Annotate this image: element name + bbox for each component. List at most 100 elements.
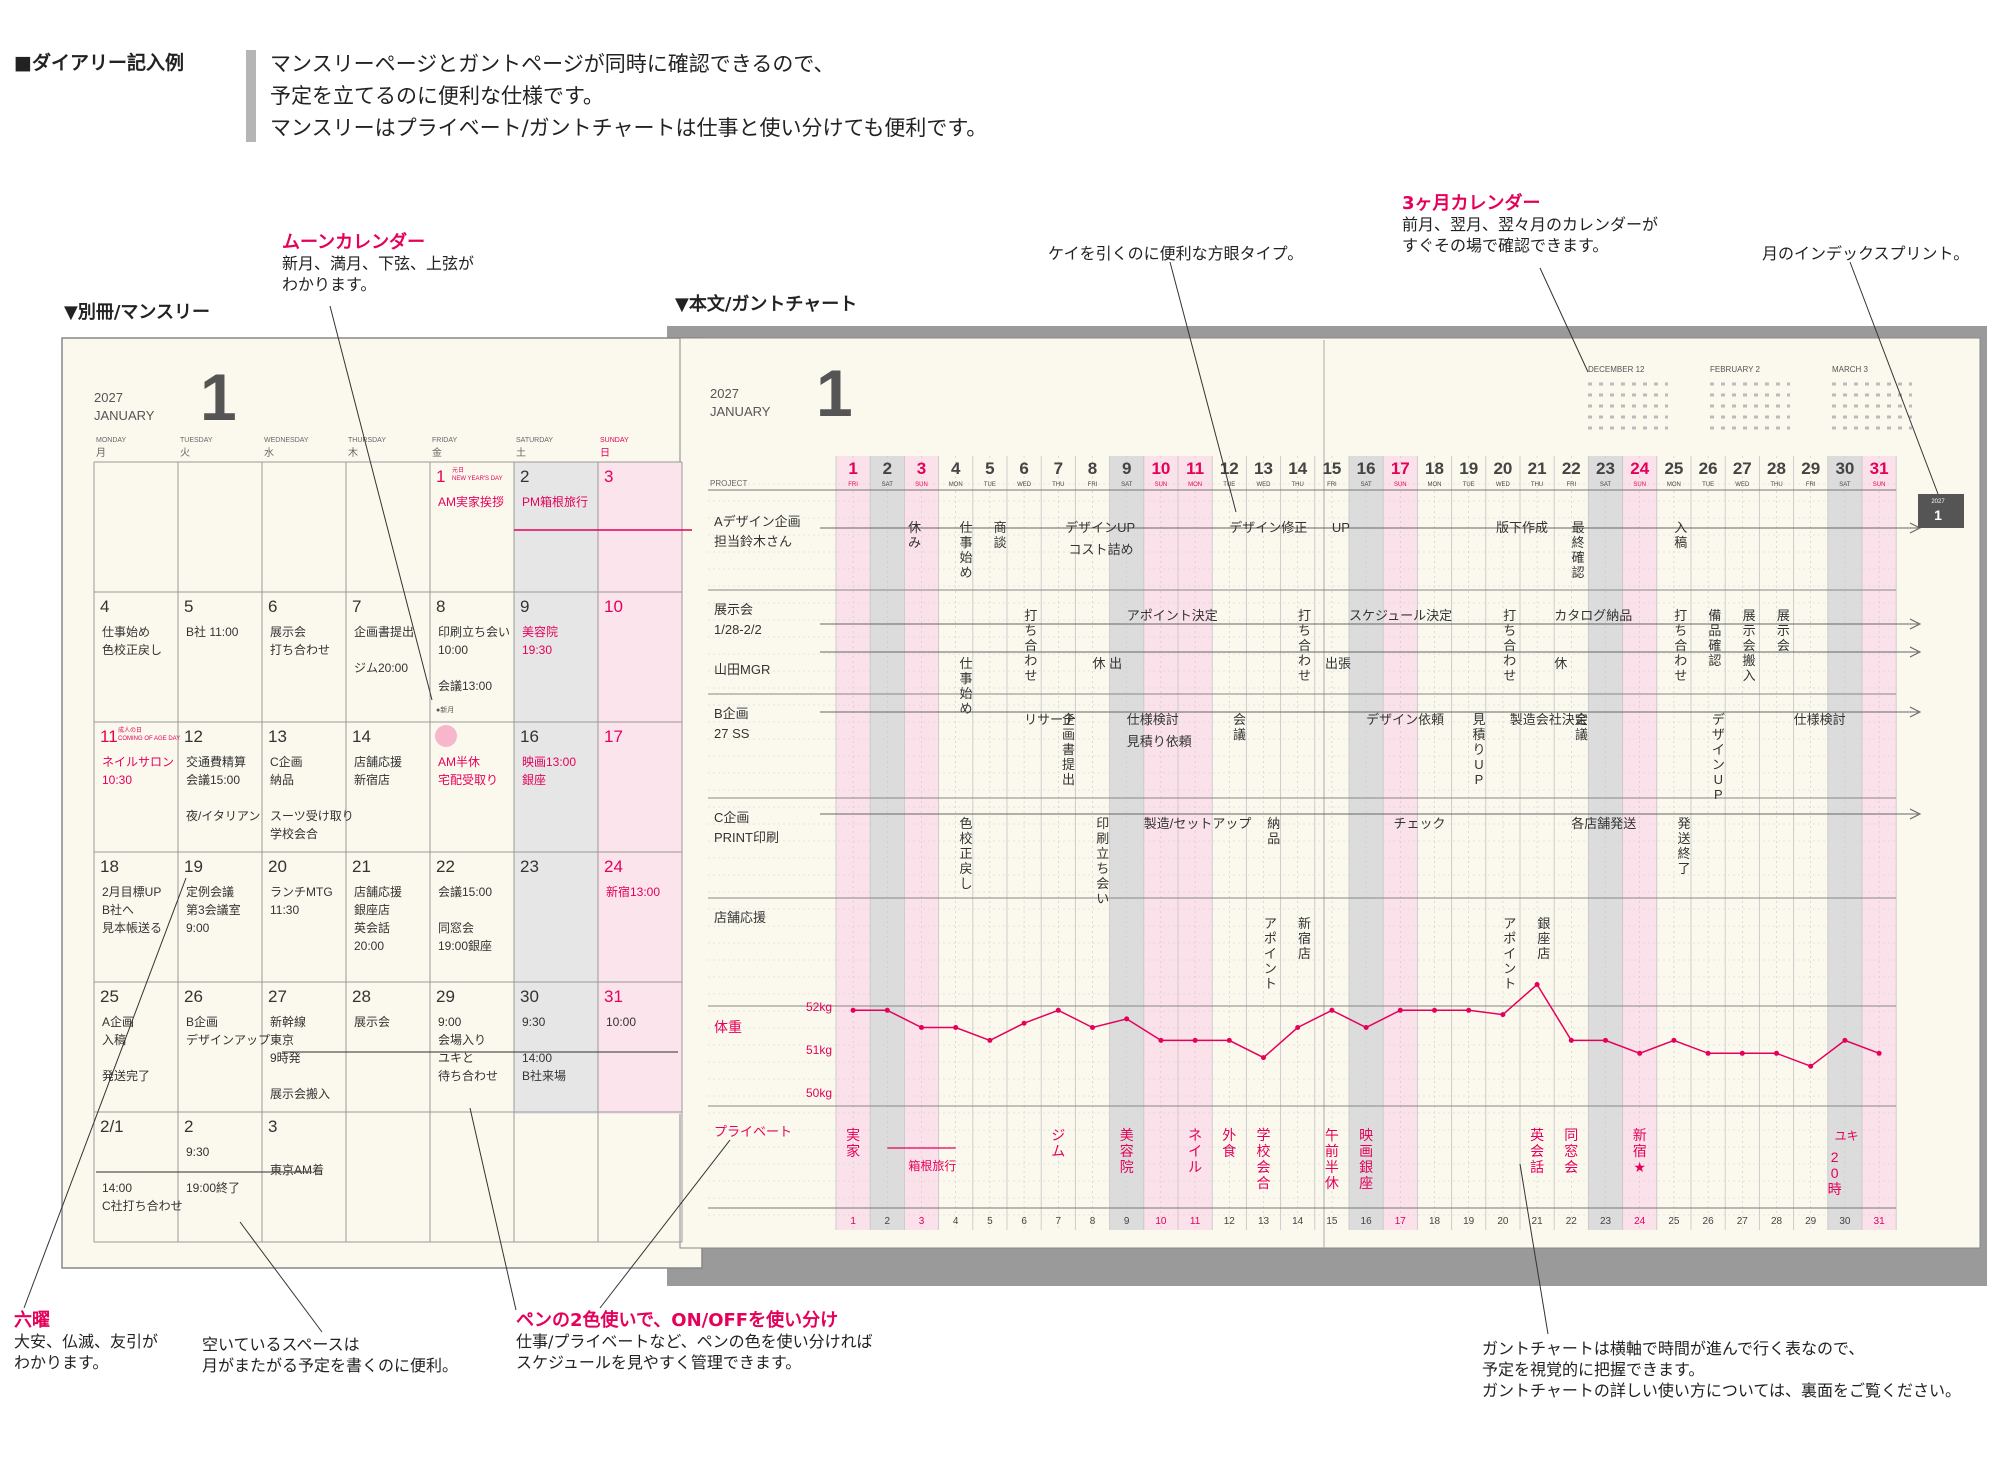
monthly-note: AM実家挨拶 [438, 494, 504, 509]
weight-point [1329, 1007, 1335, 1013]
monthly-note: 新宿13:00 [606, 884, 660, 899]
day-number: 11 [100, 727, 118, 746]
private-note: ル [1188, 1159, 1202, 1175]
task-label: 入 [1674, 520, 1687, 535]
monthly-note: 9時発 [270, 1051, 301, 1065]
gantt-callout: ガントチャートは横軸で時間が進んで行く表なので、 予定を視覚的に把握できます。 … [1482, 1338, 1961, 1401]
monthly-note: ネイルサロン [102, 755, 174, 769]
private-note: 外 [1222, 1127, 1236, 1143]
timeline-arrowhead [1909, 706, 1922, 718]
task-label: ち [1024, 623, 1037, 638]
header-description: マンスリーページとガントページが同時に確認できるので、 予定を立てるのに便利な仕… [270, 48, 987, 144]
header-title: ■ダイアリー記入例 [14, 52, 184, 74]
task-label: ザ [1712, 727, 1725, 742]
three-month-callout-line: すぐその場で確認できます。 [1402, 236, 1609, 255]
day-header-weekday: TUE [1463, 482, 1475, 488]
private-note: 食 [1222, 1143, 1236, 1159]
task-label: 打 [1503, 608, 1516, 623]
task-label: 店 [1298, 946, 1311, 961]
day-header-number: 19 [1459, 459, 1478, 478]
weekday-jp: 水 [264, 447, 274, 459]
monthly-month-name: JANUARY [94, 408, 155, 423]
day-number: 13 [268, 727, 287, 746]
task-label: 商 [994, 520, 1007, 535]
task-label: デザイン依頼 [1366, 712, 1444, 727]
space-callout-line: 空いているスペースは [202, 1335, 360, 1354]
monthly-note: C社打ち合わせ [102, 1198, 183, 1213]
private-note: 0 [1831, 1165, 1839, 1181]
monthly-note: 新宿店 [354, 772, 390, 787]
monthly-note: 学校会合 [270, 826, 318, 841]
task-label: 終 [1678, 846, 1691, 861]
gantt-callout-line: ガントチャートの詳しい使い方については、裏面をご覧ください。 [1482, 1381, 1962, 1400]
task-label: 発 [1678, 816, 1691, 831]
private-note: 会 [1257, 1159, 1271, 1175]
callout-leaders [23, 261, 1939, 1335]
day-footer-number: 5 [987, 1216, 993, 1227]
day-footer-number: 19 [1463, 1216, 1475, 1227]
private-note: 窓 [1564, 1143, 1578, 1159]
weight-point [850, 1007, 856, 1013]
monthly-note: 英会話 [354, 920, 390, 935]
day-header-weekday: SUN [915, 482, 928, 488]
task-label: 戻 [959, 861, 972, 876]
day-number: 14 [352, 727, 371, 746]
task-label: わ [1298, 653, 1311, 668]
monthly-note: 19:30 [522, 643, 552, 657]
project-label: PRINT印刷 [714, 830, 779, 845]
day-header-number: 16 [1357, 459, 1376, 478]
task-label: 提 [1062, 757, 1075, 772]
task-label: 休 [1554, 656, 1567, 671]
day-footer-number: 30 [1839, 1216, 1851, 1227]
weight-point [1637, 1050, 1643, 1056]
monthly-note: 新幹線 [270, 1014, 306, 1029]
monthly-note: 店舗応援 [354, 755, 402, 769]
day-header-number: 24 [1630, 459, 1649, 478]
task-label: スケジュール決定 [1349, 608, 1452, 623]
task-label: 打 [1024, 608, 1037, 623]
private-note: 学 [1257, 1127, 1271, 1143]
monthly-note: 企画書提出 [354, 624, 414, 639]
weekday-en: SATURDAY [516, 437, 553, 444]
task-label: ポ [1503, 931, 1516, 946]
day-number: 18 [100, 857, 119, 876]
weight-point [884, 1007, 890, 1013]
day-header-number: 29 [1801, 459, 1820, 478]
timeline-arrowhead [1909, 646, 1922, 658]
day-number: 21 [352, 857, 371, 876]
day-header-weekday: SUN [1633, 482, 1646, 488]
task-label: チェック [1393, 816, 1445, 831]
task-label: 議 [1233, 727, 1246, 742]
month-index-tab [1918, 494, 1964, 528]
private-note: 宿 [1633, 1143, 1647, 1159]
day-header-number: 12 [1220, 459, 1239, 478]
day-number: 5 [184, 597, 193, 616]
task-label: 店 [1537, 946, 1550, 961]
holiday-label: NEW YEAR'S DAY [452, 476, 503, 482]
project-label: 展示会 [714, 602, 753, 617]
day-footer-number: 13 [1258, 1216, 1270, 1227]
callout-leader-line [469, 1107, 517, 1311]
private-note: 同 [1564, 1127, 1578, 1143]
task-label: み [908, 535, 921, 550]
callout-leader-line [329, 305, 433, 701]
day-number: 24 [604, 857, 623, 876]
project-label: 担当鈴木さん [714, 534, 792, 549]
day-header-weekday: MON [1667, 482, 1681, 488]
private-label: プライベート [714, 1124, 792, 1139]
day-number: 2 [184, 1117, 193, 1136]
task-label: 出 [1062, 772, 1075, 787]
pen-callout-title: ペンの2色使いで、ON/OFFを使い分け [516, 1310, 839, 1331]
task-label: わ [1024, 653, 1037, 668]
day-header-weekday: FRI [1806, 482, 1816, 488]
day-number: 25 [100, 987, 119, 1006]
day-header-weekday: SAT [1121, 482, 1133, 488]
callout-leader-line [1519, 1163, 1549, 1335]
monthly-note: 10:30 [102, 773, 132, 787]
private-note: 校 [1257, 1143, 1271, 1159]
task-label: 事 [959, 671, 972, 686]
project-label: Aデザイン企画 [714, 514, 801, 529]
task-label: 立 [1096, 846, 1109, 861]
callout-leader-line [1169, 261, 1237, 513]
task-label: ン [1712, 757, 1725, 772]
